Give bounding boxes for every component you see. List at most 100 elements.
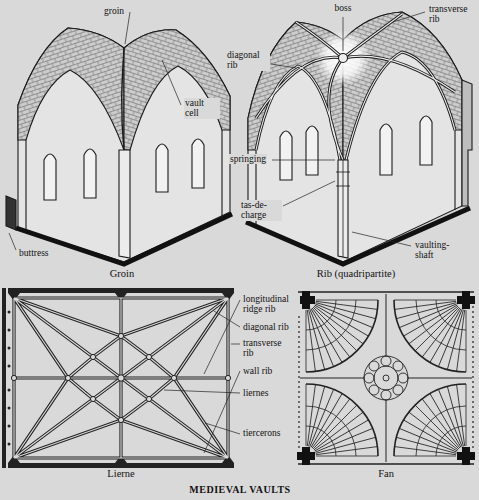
part-label: wall rib [242,366,273,376]
lierne-vault-plan [14,298,228,458]
part-label: transverse rib [428,4,476,25]
lierne-vault-plan [8,288,234,293]
part-label: springing [229,154,267,164]
fan-vault-plan [364,356,408,400]
lierne-vault-plan [8,365,11,368]
lierne-vault-plan [8,407,11,410]
groin-vault-drawing [18,28,124,150]
rib-vault-drawing [256,130,455,228]
fan-vault-plan [393,385,403,395]
fan-vault-plan [393,361,403,371]
groin-vault-drawing [124,30,230,150]
fan-vault-plan [297,447,315,465]
fan-vault-plan [394,384,466,456]
lierne-vault-plan [14,298,228,458]
part-label: diagonal rib [226,50,270,71]
leader-line [164,390,240,393]
view-caption: Fan [377,468,395,480]
lierne-vault-plan [118,375,124,381]
fan-vault-plan [394,300,466,372]
fan-vault-plan [457,291,475,309]
lierne-vault-plan [2,288,234,468]
view-caption: Lierne [106,468,135,480]
fan-vault-plan [298,292,474,464]
lierne-vault-plan [90,396,95,401]
fan-vault-plan [369,385,379,395]
part-label: boss [334,3,353,13]
groin-vault-drawing [6,196,16,230]
rib-vault-drawing [256,14,455,160]
lierne-vault-plan [8,329,11,332]
rib-vault-drawing [246,12,472,264]
leader-line [272,160,335,161]
lierne-vault-plan [171,375,176,380]
lierne-vault-plan [118,417,123,422]
lierne-vault-plan [8,311,11,314]
fan-vault-plan [297,291,475,465]
leader-line [9,233,16,250]
view-caption: Rib (quadripartite) [316,268,396,280]
fan-vault-plan [381,356,391,366]
leader-line [283,181,335,206]
leader-line [214,311,240,327]
groin-vault-drawing [119,150,130,258]
fan-vault-plan [297,291,475,465]
part-label: vaulting-shaft [414,240,462,261]
fan-vault-plan [364,356,408,400]
groin-vault-drawing [16,214,232,264]
rib-vault-drawing [256,14,455,160]
lierne-vault-plan [146,396,151,401]
fan-vault-plan [364,373,374,383]
lierne-vault-plan [65,375,70,380]
lierne-vault-plan [11,333,230,422]
part-label: vault cell [184,98,220,119]
part-label: tiercerons [242,428,281,438]
part-label: tas-de-charge [240,200,282,221]
rib-vault-drawing [339,54,348,63]
part-label: transverse rib [242,338,290,359]
rib-vault-drawing [462,80,472,206]
lierne-vault-plan [8,347,11,350]
leader-line [205,423,240,434]
view-caption: Groin [109,268,136,280]
fan-vault-plan [383,375,389,381]
fan-vault-plan [369,361,379,371]
fan-vault-plan [300,294,472,462]
part-label: longitudinal ridge rib [242,294,300,315]
fan-vault-plan [457,447,475,465]
leader-line [231,344,240,345]
lierne-vault-plan [8,311,11,446]
lierne-vault-plan [8,293,234,463]
part-label: diagonal rib [242,322,290,332]
lierne-vault-plan [11,375,16,380]
figure-title: MEDIEVAL VAULTS [188,484,291,495]
leader-line [343,17,344,51]
lierne-vault-plan [90,354,95,359]
lierne-vault-plan [8,443,11,446]
leader-line [162,60,181,105]
leader-line [352,232,411,246]
fan-vault-plan [306,300,378,372]
leader-line [9,12,425,453]
leader-line [393,12,425,22]
leader-line [125,12,130,44]
lierne-vault-plan [8,389,11,392]
part-label: buttress [18,248,50,258]
leader-line [204,371,240,453]
part-label: groin [103,6,125,16]
lierne-vault-plan [118,333,123,338]
lierne-vault-plan [2,288,6,468]
leader-line [271,64,296,68]
groin-vault-drawing [6,28,232,264]
groin-vault-drawing [122,48,124,150]
fan-vault-plan [381,390,391,400]
lierne-vault-plan [225,375,230,380]
fan-vault-plan [306,384,378,456]
part-label: liernes [242,388,269,398]
leader-line [204,300,240,374]
rib-vault-drawing [336,160,350,257]
fan-vault-plan [398,373,408,383]
lierne-vault-plan [146,354,151,359]
